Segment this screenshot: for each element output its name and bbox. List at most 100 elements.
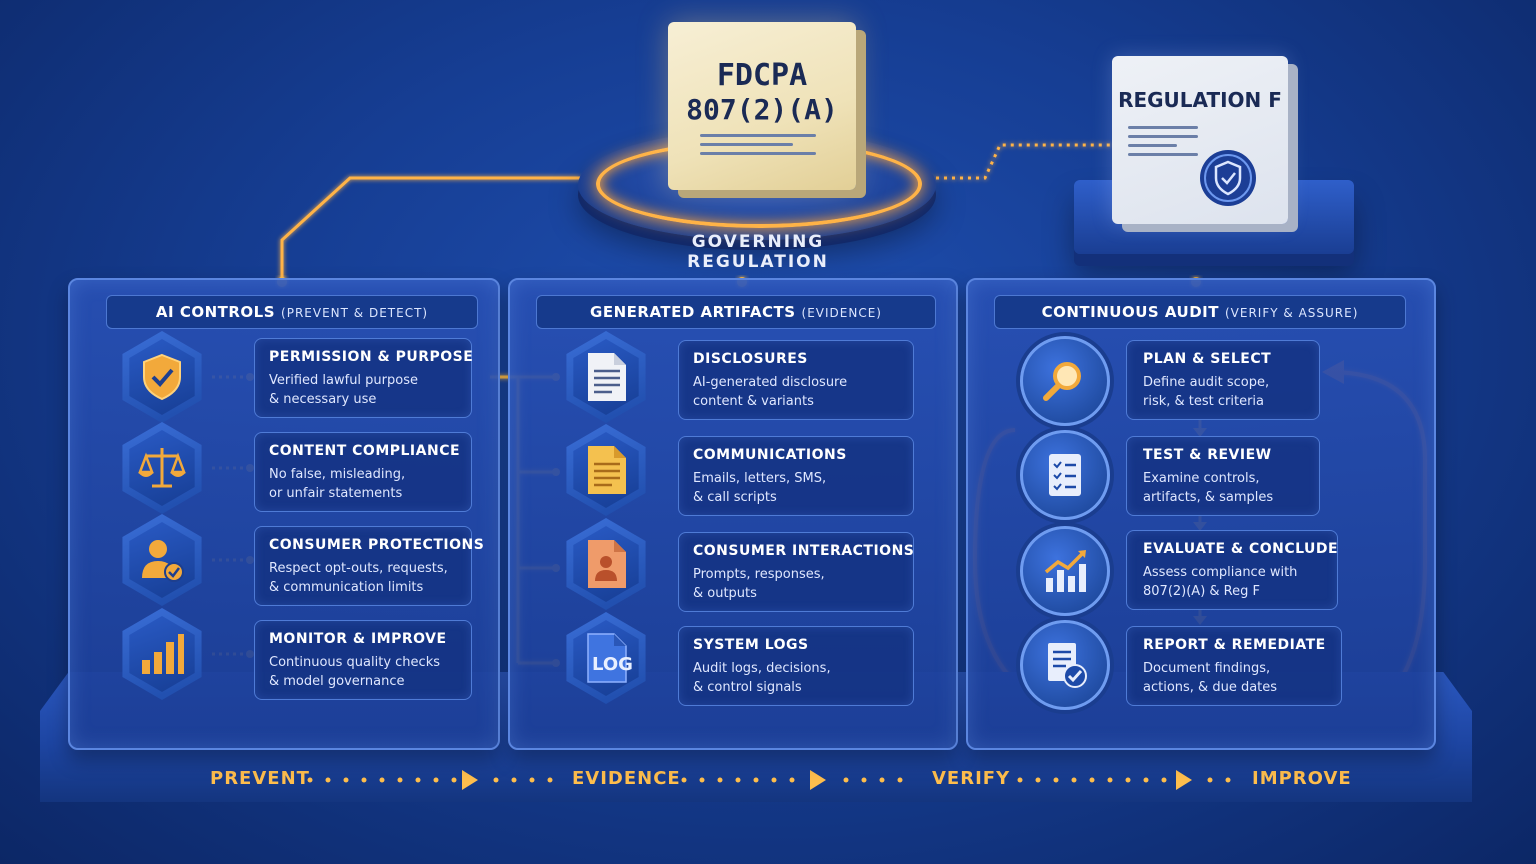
artifacts-title: GENERATED ARTIFACTS (EVIDENCE)	[536, 295, 936, 329]
flow-evidence: EVIDENCE	[572, 768, 681, 789]
flow-improve: IMPROVE	[1252, 768, 1352, 789]
document-white-icon	[588, 353, 626, 401]
hex-permission	[122, 331, 202, 423]
card-line: Respect opt-outs, requests,	[269, 561, 448, 576]
card-line: Verified lawful purpose	[269, 373, 418, 388]
log-icon-label: LOG	[592, 654, 633, 675]
fdcpa-tablet: FDCPA 807(2)(A)	[668, 22, 856, 190]
card-description: Assess compliance with 807(2)(A) & Reg F	[1143, 563, 1297, 601]
artifact-card-communications: COMMUNICATIONS Emails, letters, SMS, & ca…	[678, 436, 914, 516]
panel-subtitle-text: (PREVENT & DETECT)	[281, 306, 429, 320]
trend-chart-icon	[1044, 550, 1086, 592]
card-title: DISCLOSURES	[693, 351, 808, 367]
card-description: No false, misleading, or unfair statement…	[269, 465, 405, 503]
artifact-card-interactions: CONSUMER INTERACTIONS Prompts, responses…	[678, 532, 914, 612]
control-card-permission: PERMISSION & PURPOSE Verified lawful pur…	[254, 338, 474, 418]
panel-title-text: AI CONTROLS	[155, 303, 276, 321]
card-title: REPORT & REMEDIATE	[1143, 637, 1326, 653]
fdcpa-title-line2: 807(2)(A)	[686, 93, 838, 126]
card-line: actions, & due dates	[1143, 680, 1278, 695]
shield-badge-icon	[1200, 150, 1256, 206]
fdcpa-title-line1: FDCPA	[716, 58, 808, 93]
card-line: Assess compliance with	[1143, 565, 1298, 580]
card-title: CONSUMER INTERACTIONS	[693, 543, 915, 559]
card-description: Emails, letters, SMS, & call scripts	[693, 469, 826, 507]
card-line: Prompts, responses,	[693, 567, 825, 582]
artifact-card-disclosures: DISCLOSURES AI-generated disclosure conte…	[678, 340, 914, 420]
control-card-content: CONTENT COMPLIANCE No false, misleading,…	[254, 432, 472, 512]
circle-report	[1020, 620, 1110, 710]
control-card-consumer: CONSUMER PROTECTIONS Respect opt-outs, r…	[254, 526, 484, 606]
card-line: AI-generated disclosure	[693, 375, 848, 390]
control-card-monitor: MONITOR & IMPROVE Continuous quality che…	[254, 620, 472, 700]
card-line: 807(2)(A) & Reg F	[1143, 584, 1260, 599]
card-description: Prompts, responses, & outputs	[693, 565, 825, 603]
card-line: Emails, letters, SMS,	[693, 471, 827, 486]
card-line: No false, misleading,	[269, 467, 406, 482]
card-description: Examine controls, artifacts, & samples	[1143, 469, 1273, 507]
scales-icon	[138, 448, 186, 488]
user-check-icon	[142, 540, 184, 582]
panel-title-text: GENERATED ARTIFACTS	[590, 303, 796, 321]
document-person-icon	[588, 540, 626, 588]
log-file-icon	[587, 633, 627, 683]
circle-test	[1020, 430, 1110, 520]
card-title: SYSTEM LOGS	[693, 637, 809, 653]
card-line: Define audit scope,	[1143, 375, 1270, 390]
card-description: Document findings, actions, & due dates	[1143, 659, 1277, 697]
panel-title-text: CONTINUOUS AUDIT	[1041, 303, 1219, 321]
card-description: Respect opt-outs, requests, & communicati…	[269, 559, 448, 597]
governing-regulation-label: GOVERNING REGULATION	[687, 232, 829, 272]
audit-card-plan: PLAN & SELECT Define audit scope, risk, &…	[1126, 340, 1320, 420]
flow-verify: VERIFY	[932, 768, 1011, 789]
card-line: & model governance	[269, 674, 405, 689]
panel-subtitle-text: (VERIFY & ASSURE)	[1225, 306, 1359, 320]
card-line: Audit logs, decisions,	[693, 661, 831, 676]
audit-card-report: REPORT & REMEDIATE Document findings, act…	[1126, 626, 1342, 706]
checklist-icon	[1049, 454, 1081, 496]
card-line: or unfair statements	[269, 486, 403, 501]
card-title: PLAN & SELECT	[1143, 351, 1272, 367]
card-line: Continuous quality checks	[269, 655, 440, 670]
card-line: & outputs	[693, 586, 757, 601]
audit-card-evaluate: EVALUATE & CONCLUDE Assess compliance wi…	[1126, 530, 1338, 610]
card-line: & communication limits	[269, 580, 424, 595]
hex-content	[122, 422, 202, 514]
audit-title: CONTINUOUS AUDIT (VERIFY & ASSURE)	[994, 295, 1406, 329]
fdcpa-text-lines	[700, 134, 816, 155]
card-line: & call scripts	[693, 490, 777, 505]
card-title: TEST & REVIEW	[1143, 447, 1272, 463]
card-line: & necessary use	[269, 392, 377, 407]
artifact-card-system-logs: SYSTEM LOGS Audit logs, decisions, & cont…	[678, 626, 914, 706]
card-line: artifacts, & samples	[1143, 490, 1274, 505]
card-title: EVALUATE & CONCLUDE	[1143, 541, 1339, 557]
circle-plan	[1020, 336, 1110, 426]
card-title: CONSUMER PROTECTIONS	[269, 537, 485, 553]
card-description: Audit logs, decisions, & control signals	[693, 659, 831, 697]
card-line: Document findings,	[1143, 661, 1271, 676]
regulation-f-tablet: REGULATION F	[1112, 56, 1288, 224]
card-description: Continuous quality checks & model governa…	[269, 653, 440, 691]
report-check-icon	[1048, 643, 1087, 688]
audit-card-test: TEST & REVIEW Examine controls, artifacts…	[1126, 436, 1320, 516]
card-line: Examine controls,	[1143, 471, 1260, 486]
card-description: AI-generated disclosure content & variant…	[693, 373, 847, 411]
ai-controls-title: AI CONTROLS (PREVENT & DETECT)	[106, 295, 478, 329]
document-yellow-icon	[588, 446, 626, 494]
card-line: & control signals	[693, 680, 802, 695]
panel-subtitle-text: (EVIDENCE)	[801, 306, 882, 320]
card-title: MONITOR & IMPROVE	[269, 631, 447, 647]
card-line: risk, & test criteria	[1143, 394, 1265, 409]
card-line: content & variants	[693, 394, 814, 409]
bar-chart-icon	[142, 634, 184, 674]
circle-evaluate	[1020, 526, 1110, 616]
card-title: CONTENT COMPLIANCE	[269, 443, 461, 459]
card-title: PERMISSION & PURPOSE	[269, 349, 474, 365]
flow-prevent: PREVENT	[210, 768, 310, 789]
card-description: Define audit scope, risk, & test criteria	[1143, 373, 1269, 411]
regulation-f-title: REGULATION F	[1118, 88, 1282, 112]
card-description: Verified lawful purpose & necessary use	[269, 371, 418, 409]
card-title: COMMUNICATIONS	[693, 447, 847, 463]
regulation-f-text-lines	[1128, 120, 1198, 162]
